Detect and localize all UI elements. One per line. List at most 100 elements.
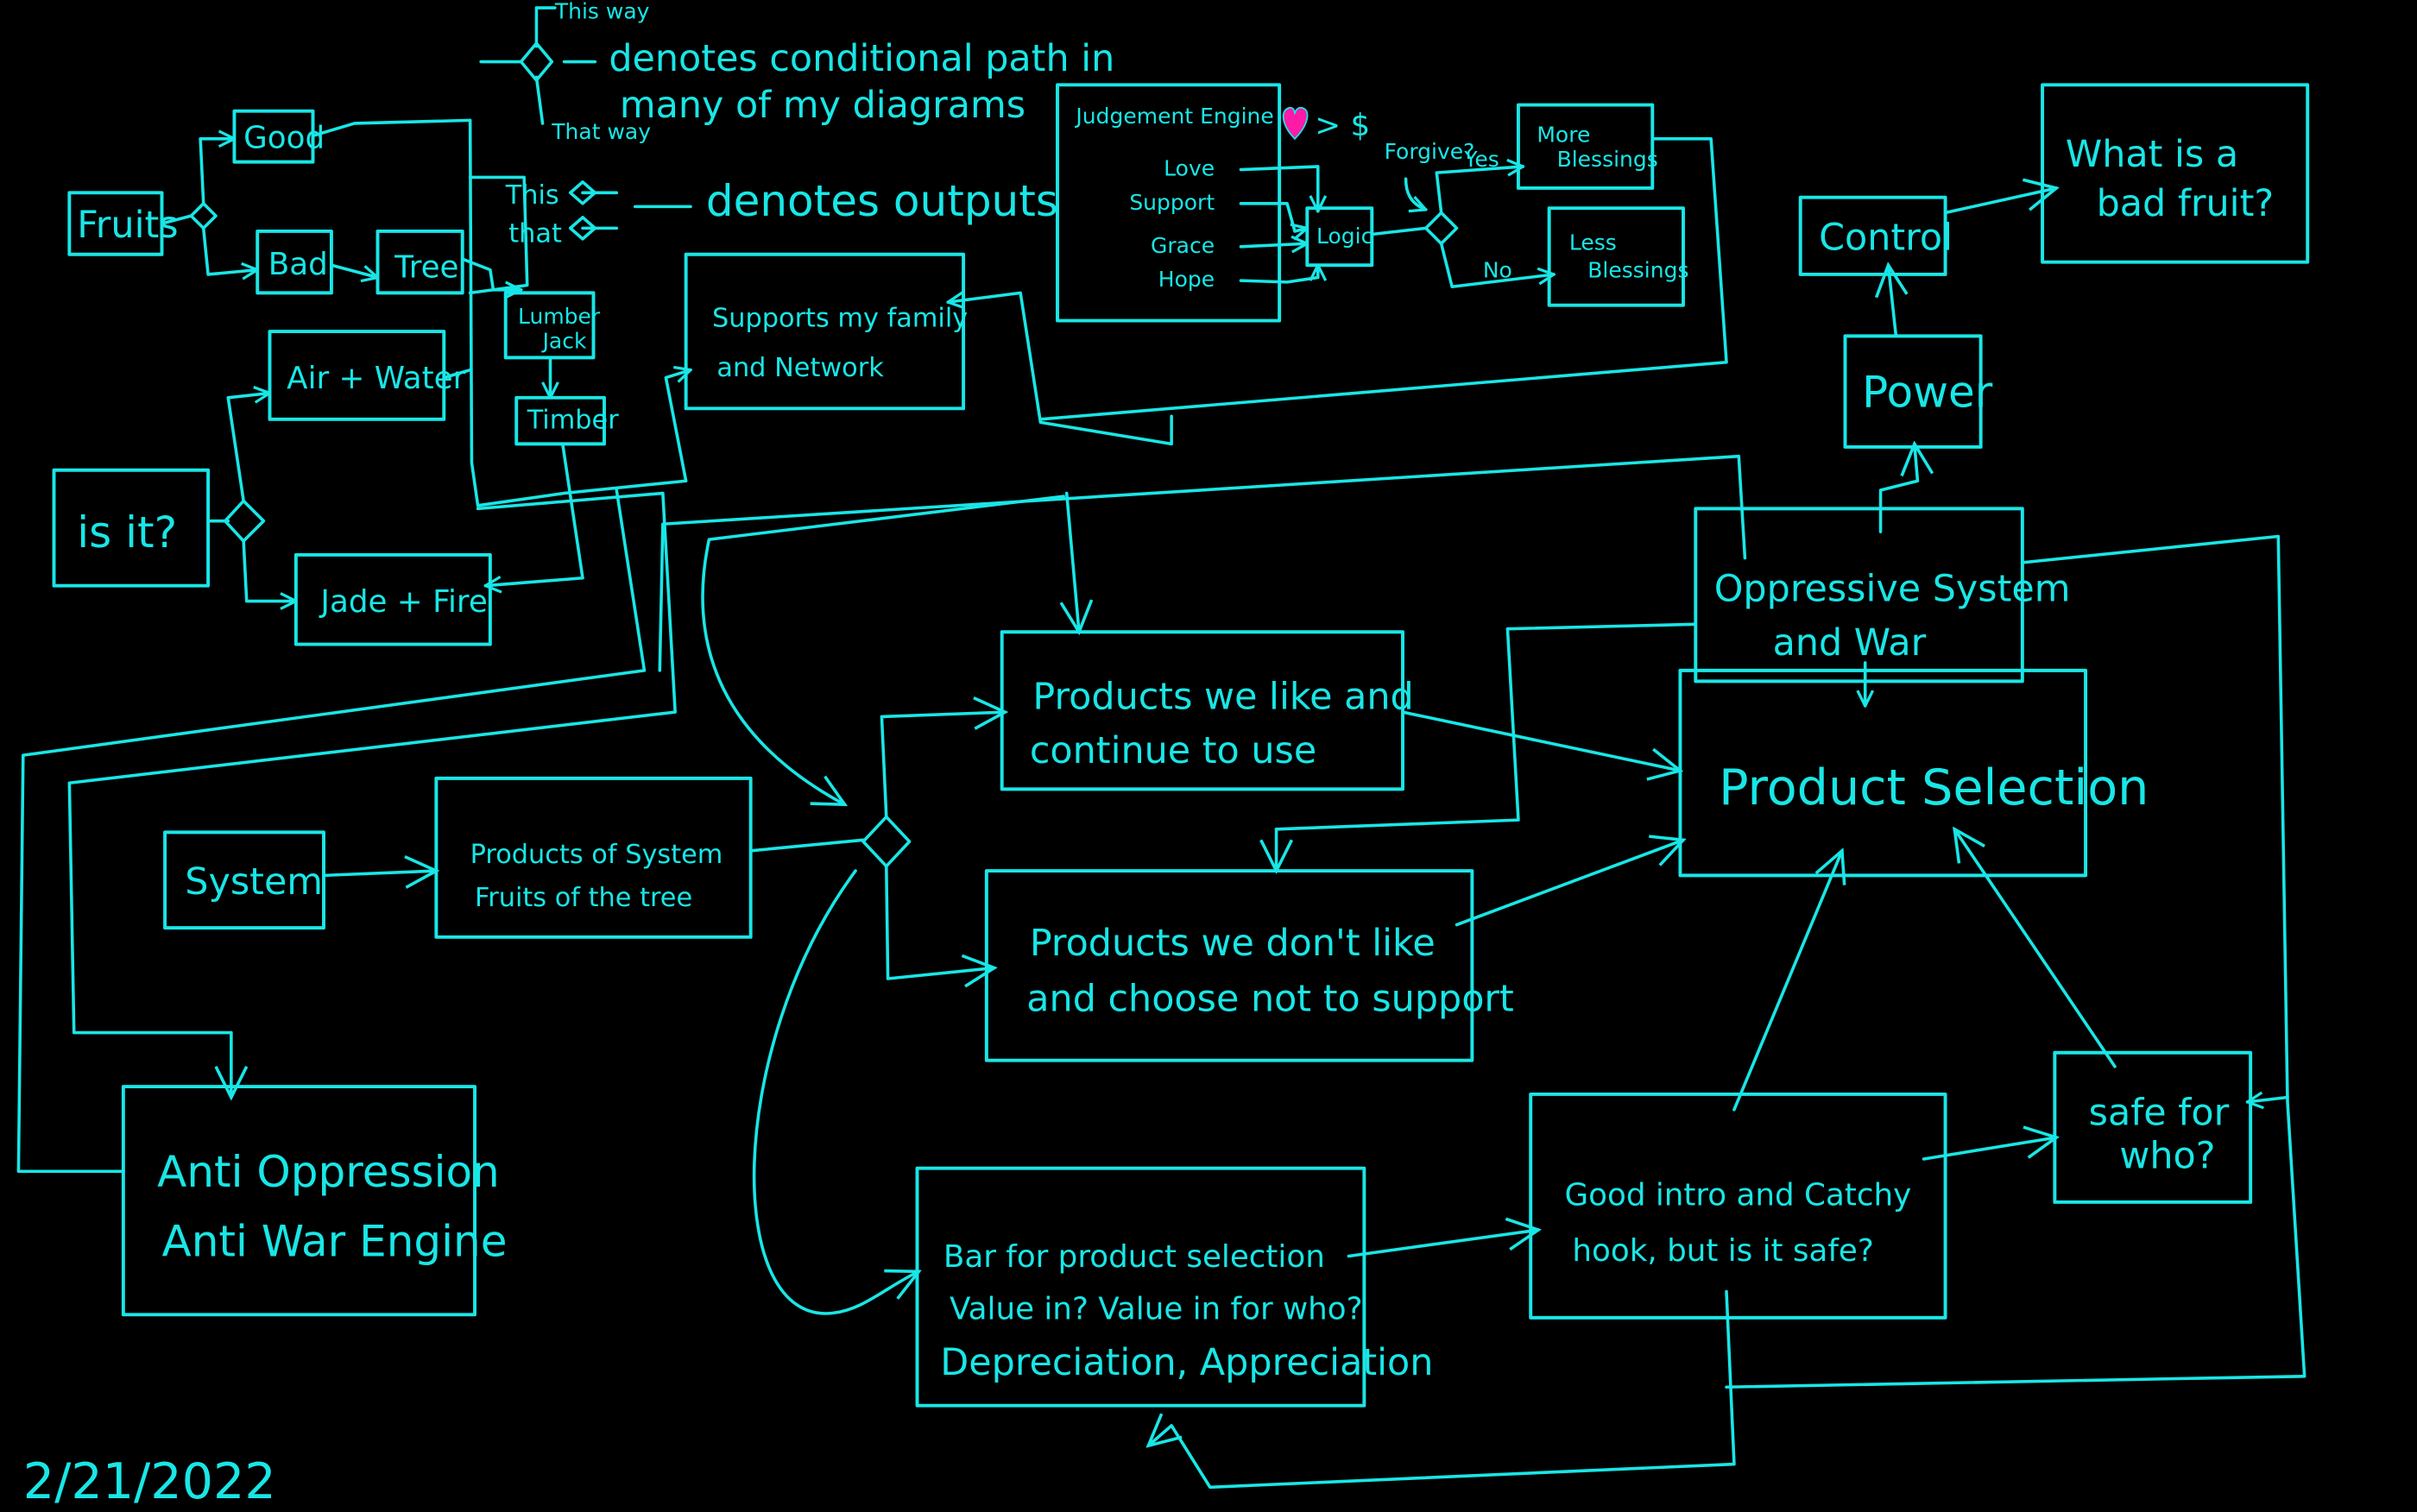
bad-label: Bad: [268, 247, 328, 282]
diamond-icon: [206, 499, 266, 543]
bad-fruit-label-2: bad fruit?: [2097, 182, 2275, 225]
arrow-no: [1439, 242, 1554, 289]
anti-engine-label-1: Anti Oppression: [157, 1147, 500, 1197]
connector-oppressive-loop: [658, 454, 1747, 672]
anti-engine-label-2: Anti War Engine: [162, 1216, 508, 1266]
output-ports: [468, 175, 619, 295]
connector-oppressive-dislike: [1274, 622, 1698, 831]
arrow-dislike-selection: [1455, 840, 1684, 927]
arrow-to-diamond: [701, 495, 1065, 804]
power-label: Power: [1862, 368, 1993, 418]
legend-this: This: [505, 180, 559, 211]
arrow-bar-hook: [1347, 1230, 1539, 1258]
jade-fire-box: [293, 553, 492, 646]
safe-label-2: who?: [2119, 1135, 2215, 1178]
input-support: Support: [1129, 190, 1215, 215]
arrow-yes: [1435, 167, 1523, 215]
heart-icon: [1282, 106, 1309, 141]
fruits-label: Fruits: [77, 204, 178, 247]
arrow-hook-selection: [1732, 851, 1842, 1112]
jade-fire-label: Jade + Fire: [319, 584, 487, 620]
date-label: 2/21/2022: [23, 1453, 276, 1510]
arrow-like-selection: [1401, 710, 1680, 771]
lumberjack-label-1: Lumber: [518, 304, 601, 329]
timber-box: [514, 395, 606, 446]
bad-fruit-box: [2041, 83, 2310, 264]
connector-judgement-out: [1038, 137, 1728, 421]
legend-this-way: This way: [554, 0, 650, 24]
arrow-forgive: [1404, 177, 1426, 210]
legend-connector: [479, 6, 557, 125]
diamond-icon: [748, 815, 912, 868]
arrow-judgement-supports: [948, 291, 1173, 446]
arrow-to-supports: [562, 370, 691, 495]
arrow-safe-selection: [1954, 829, 2117, 1068]
arrow-bad-tree: [330, 263, 378, 277]
arrow-fruits-good: [199, 139, 237, 205]
bar-box: [915, 1166, 1366, 1408]
dislike-label-1: Products we don't like: [1030, 922, 1436, 965]
no-label: No: [1483, 258, 1512, 283]
bar-label-1: Bar for product selection: [943, 1239, 1325, 1275]
central-flow: System Products of System Fruits of the …: [121, 491, 2289, 1490]
good-label: Good: [243, 121, 325, 156]
heart-rule: > $: [1315, 108, 1370, 143]
arrow-control-badfruit: [1943, 188, 2057, 215]
diamond-icon: [519, 41, 554, 82]
less-blessings-box: [1547, 206, 1685, 307]
arrow-diamond-like: [880, 712, 1005, 819]
product-selection-label: Product Selection: [1719, 759, 2149, 816]
legend-conditional-text-2: many of my diagrams: [620, 84, 1025, 127]
tree-label: Tree: [394, 250, 458, 286]
products-system-box: [434, 776, 753, 939]
bad-box: [256, 230, 333, 295]
arrow-hope-logic: [1239, 263, 1318, 284]
hook-box: [1529, 1093, 1947, 1320]
bar-label-3: Depreciation, Appreciation: [940, 1341, 1433, 1384]
safe-box: [2053, 1050, 2253, 1204]
is-it-box: [52, 468, 211, 588]
oppressive-label-2: and War: [1773, 621, 1927, 665]
logic-box: [1305, 206, 1374, 268]
legend-that-way: That way: [551, 119, 651, 144]
less-blessings-1: Less: [1569, 230, 1617, 255]
more-blessings-box: [1516, 103, 1655, 190]
system-label: System: [185, 860, 323, 904]
safe-label-1: safe for: [2089, 1092, 2230, 1135]
arrow-timber-jade: [486, 442, 584, 585]
arrow-love-logic: [1239, 165, 1318, 211]
arrow-support-logic: [1239, 202, 1308, 231]
arrow-hook-safe: [1922, 1137, 2057, 1161]
input-hope: Hope: [1158, 267, 1215, 292]
air-water-box: [268, 330, 446, 421]
legend-conditional-text-1: denotes conditional path in: [609, 37, 1114, 80]
legend-outputs: This that denotes outputs: [468, 175, 1058, 295]
supports-label-2: and Network: [716, 353, 884, 383]
products-system-label-2: Fruits of the tree: [475, 883, 692, 913]
arrow-isit-air: [226, 393, 269, 503]
diamond-icon: [1370, 211, 1459, 246]
arrow-diamond-dislike: [885, 864, 994, 979]
input-grace: Grace: [1151, 233, 1215, 258]
yes-label: Yes: [1463, 147, 1499, 172]
hook-label-1: Good intro and Catchy: [1565, 1178, 1912, 1213]
diamond-icon: [160, 202, 218, 230]
arrow-fruits-bad: [201, 226, 258, 274]
dislike-label-2: and choose not to support: [1026, 978, 1514, 1021]
legend-conditional: This way That way denotes conditional pa…: [479, 0, 1114, 144]
timber-label: Timber: [527, 406, 620, 436]
legend-that: that: [508, 218, 562, 249]
products-system-label-1: Products of System: [470, 840, 723, 870]
bad-fruit-label-1: What is a: [2066, 133, 2238, 176]
arrow-diamond-bar: [752, 869, 919, 1315]
more-blessings-2: Blessings: [1557, 147, 1658, 172]
fruits-cluster: Fruits Good Bad Tree Lumber Jack Timber …: [16, 109, 1173, 1174]
product-selection-box: [1678, 668, 2088, 878]
like-label-2: continue to use: [1030, 729, 1316, 772]
arrow-tree-lumberjack: [460, 257, 523, 290]
like-label-1: Products we like and: [1032, 676, 1413, 719]
arrow-grace-logic: [1239, 243, 1308, 247]
legend-outputs-text: denotes outputs: [706, 176, 1058, 226]
hook-label-2: hook, but is it safe?: [1572, 1233, 1873, 1269]
